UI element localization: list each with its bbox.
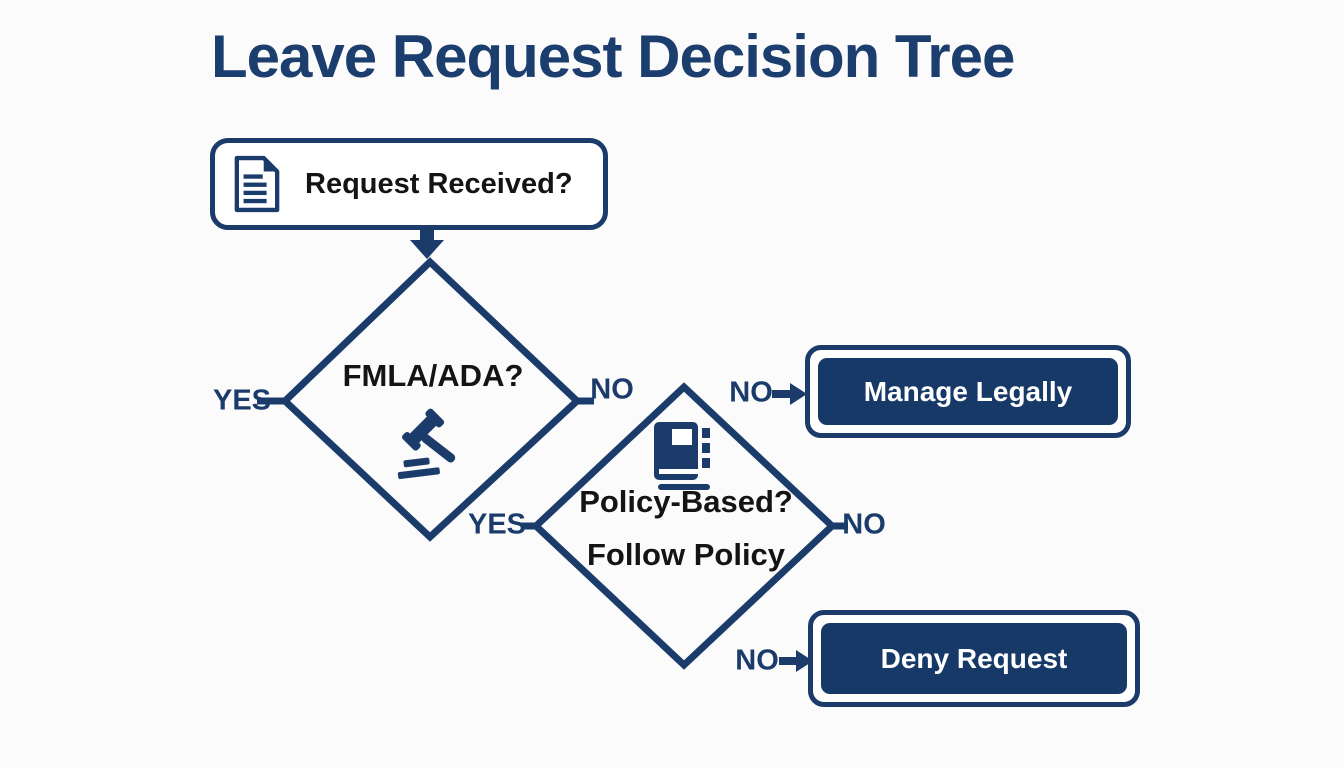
outcome-manage-legally: Manage Legally bbox=[805, 345, 1131, 438]
node-request-received: Request Received? bbox=[210, 138, 608, 230]
outcome-deny-request-fill: Deny Request bbox=[821, 623, 1127, 694]
document-icon bbox=[233, 155, 281, 213]
book-icon bbox=[648, 416, 724, 496]
outcome-deny-request: Deny Request bbox=[808, 610, 1140, 707]
page-title: Leave Request Decision Tree bbox=[211, 23, 1015, 90]
decision-policy-action: Follow Policy bbox=[586, 537, 786, 572]
decision-policy-question: Policy-Based? bbox=[579, 484, 793, 519]
node-request-received-label: Request Received? bbox=[305, 167, 573, 200]
branch-yes-fmla-label: YES bbox=[212, 384, 272, 417]
branch-no-manage-label: NO bbox=[729, 376, 773, 409]
decision-fmla-question: FMLA/ADA? bbox=[342, 358, 524, 393]
branch-no-policy-label: NO bbox=[842, 508, 886, 541]
arrow-right-icon bbox=[779, 650, 813, 672]
outcome-deny-request-label: Deny Request bbox=[880, 642, 1068, 674]
branch-yes-policy-label: YES bbox=[467, 508, 527, 541]
arrow-right-icon bbox=[772, 383, 807, 405]
branch-no-deny-label: NO bbox=[735, 644, 779, 677]
outcome-manage-legally-fill: Manage Legally bbox=[818, 358, 1118, 425]
decision-diamond-fmla bbox=[279, 257, 583, 542]
decision-diamond-policy bbox=[530, 382, 838, 670]
branch-no-fmla-label: NO bbox=[590, 373, 634, 406]
arrow-down-icon bbox=[410, 230, 444, 259]
outcome-manage-legally-label: Manage Legally bbox=[863, 375, 1073, 407]
gavel-icon bbox=[394, 404, 474, 484]
